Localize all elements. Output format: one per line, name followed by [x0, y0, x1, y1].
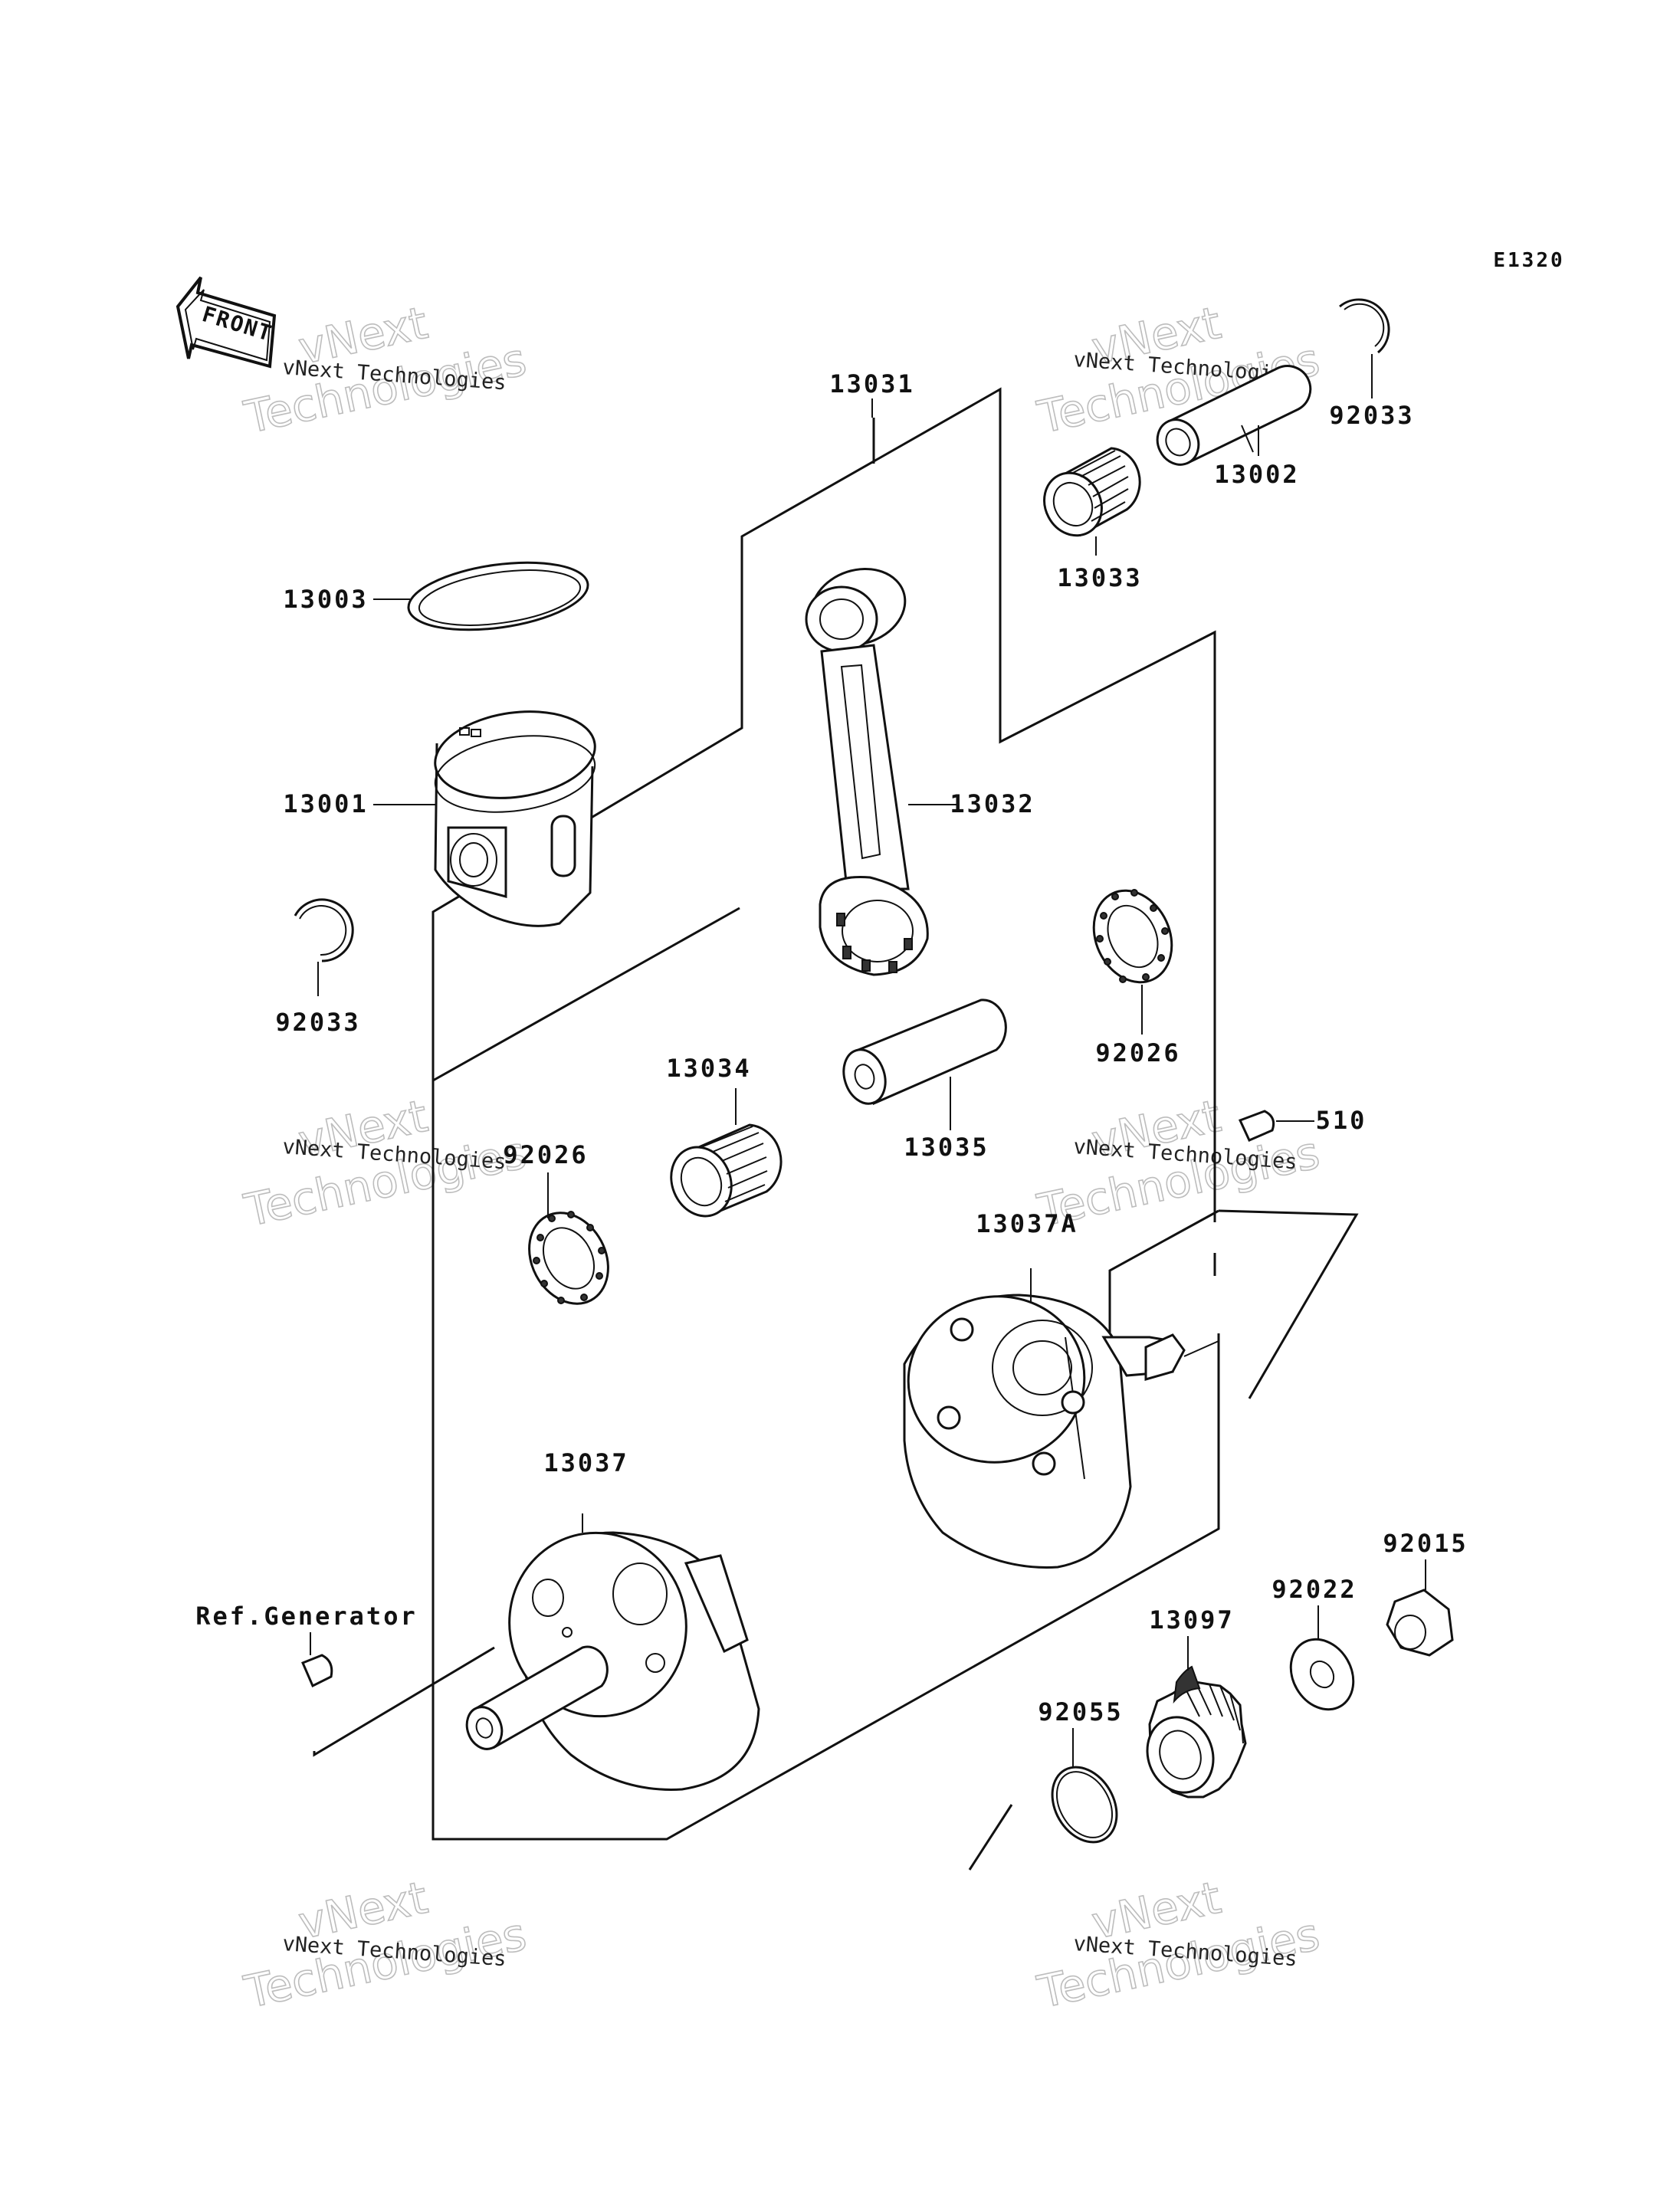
part-label-13035[interactable]: 13035 [904, 1133, 989, 1162]
thrust-washer-92026-right [1092, 889, 1173, 1035]
part-label-92026-right[interactable]: 92026 [1095, 1038, 1180, 1067]
watermark-bottom-left: vNext Technologies vNext Technologies [239, 1871, 531, 2019]
part-label-92033-top[interactable]: 92033 [1329, 401, 1414, 430]
circlip-92033-left [294, 898, 354, 996]
part-label-13097[interactable]: 13097 [1149, 1605, 1234, 1635]
thrust-washer-92026-left [528, 1172, 609, 1305]
crankshaft-half-13037A [903, 1268, 1219, 1569]
piston-pin-13002 [1156, 365, 1312, 466]
part-label-92026-left[interactable]: 92026 [503, 1140, 588, 1169]
crankshaft-half-13037 [465, 1513, 760, 1791]
part-label-13034[interactable]: 13034 [666, 1054, 751, 1083]
generator-key [301, 1632, 333, 1688]
woodruff-key-510 [1238, 1110, 1314, 1142]
part-label-13002[interactable]: 13002 [1214, 460, 1299, 489]
part-label-13037A[interactable]: 13037A [976, 1209, 1078, 1238]
part-label-13033[interactable]: 13033 [1057, 563, 1142, 592]
gear-13097 [1146, 1636, 1247, 1799]
part-label-13037[interactable]: 13037 [543, 1448, 628, 1477]
piston-13001 [373, 710, 596, 927]
watermark-bottom-right: vNext Technologies vNext Technologies [1032, 1871, 1324, 2019]
part-label-13001[interactable]: 13001 [283, 789, 368, 818]
washer-92022 [1289, 1605, 1355, 1711]
front-arrow-icon: FRONT [176, 276, 277, 369]
nut-92015 [1386, 1559, 1454, 1657]
part-label-92022[interactable]: 92022 [1271, 1575, 1357, 1604]
connecting-rod-13032 [805, 567, 958, 976]
part-label-510[interactable]: 510 [1316, 1106, 1367, 1135]
piston-ring-13003 [373, 561, 589, 631]
watermark-top-left: vNext Technologies vNext Technologies [239, 296, 531, 444]
diagram-code: E1320 [1493, 249, 1564, 272]
o-ring-92055 [1051, 1728, 1118, 1844]
needle-bearing-13033 [1043, 447, 1141, 556]
assembly-outline-lower [313, 907, 1359, 1871]
watermark-mid-left: vNext Technologies vNext Technologies [239, 1089, 531, 1238]
part-label-13003[interactable]: 13003 [283, 585, 368, 614]
circlip-92033-top [1339, 298, 1390, 398]
part-label-ref-generator[interactable]: Ref.Generator [195, 1602, 417, 1631]
part-label-92033-left[interactable]: 92033 [275, 1008, 360, 1037]
part-label-92055[interactable]: 92055 [1038, 1697, 1123, 1726]
part-label-13031[interactable]: 13031 [829, 369, 914, 398]
crank-pin-13035 [842, 998, 1007, 1130]
part-label-92015[interactable]: 92015 [1383, 1529, 1468, 1558]
needle-bearing-13034 [670, 1088, 783, 1218]
part-label-13032[interactable]: 13032 [950, 789, 1035, 818]
